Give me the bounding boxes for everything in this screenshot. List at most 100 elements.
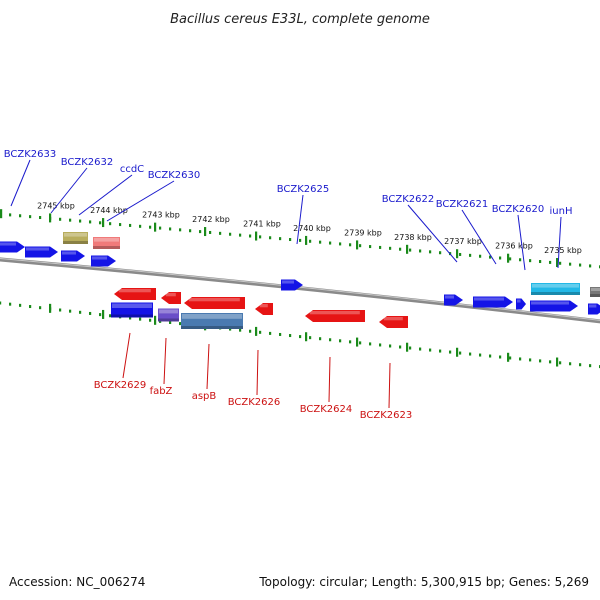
topology-text: Topology: circular; Length: 5,300,915 bp… bbox=[258, 575, 589, 589]
gene-features bbox=[0, 232, 600, 329]
callout-bczk2624[interactable]: BCZK2624 bbox=[300, 356, 353, 415]
minor-tick bbox=[579, 363, 582, 367]
accession-text: Accession: NC_006274 bbox=[9, 575, 145, 589]
gene-aspb[interactable] bbox=[181, 313, 243, 329]
minor-tick bbox=[19, 214, 22, 218]
minor-tick bbox=[279, 237, 282, 241]
minor-tick bbox=[499, 256, 502, 260]
minor-tick bbox=[129, 223, 132, 227]
gene-forward[interactable] bbox=[0, 241, 25, 253]
minor-tick bbox=[589, 364, 592, 368]
minor-tick bbox=[299, 238, 302, 242]
callout-ccdc[interactable]: ccdC bbox=[78, 164, 144, 216]
callout-bczk2620[interactable]: BCZK2620 bbox=[492, 204, 545, 271]
gene-reverse[interactable] bbox=[184, 297, 245, 309]
minor-tick bbox=[0, 301, 2, 305]
gene-forward[interactable] bbox=[530, 300, 578, 312]
gene-bczk2630[interactable] bbox=[93, 237, 120, 249]
callout-aspb[interactable]: aspB bbox=[192, 343, 217, 402]
gene-forward[interactable] bbox=[61, 250, 85, 262]
minor-tick bbox=[399, 345, 402, 349]
minor-tick bbox=[549, 360, 552, 364]
major-tick bbox=[154, 315, 157, 325]
major-tick bbox=[255, 326, 258, 336]
minor-tick bbox=[129, 316, 132, 320]
callout-bczk2622[interactable]: BCZK2622 bbox=[382, 194, 458, 263]
callout-bczk2633[interactable]: BCZK2633 bbox=[4, 149, 57, 207]
minor-tick bbox=[349, 340, 352, 344]
gene-forward[interactable] bbox=[590, 287, 600, 297]
gene-label: BCZK2625 bbox=[277, 184, 330, 195]
genome-backbone bbox=[0, 257, 600, 324]
minor-tick bbox=[449, 350, 452, 354]
minor-tick bbox=[369, 342, 372, 346]
gene-forward[interactable] bbox=[25, 246, 58, 258]
gene-forward[interactable] bbox=[91, 255, 116, 267]
minor-tick bbox=[289, 334, 292, 338]
minor-tick bbox=[349, 243, 352, 247]
minor-tick bbox=[219, 231, 222, 235]
minor-tick bbox=[379, 245, 382, 249]
gene-bczk2629[interactable] bbox=[111, 302, 153, 318]
gene-reverse[interactable] bbox=[305, 310, 365, 322]
minor-tick bbox=[39, 306, 42, 310]
minor-tick bbox=[229, 327, 232, 331]
minor-tick bbox=[589, 264, 592, 268]
major-tick bbox=[204, 227, 207, 237]
gene-ccdc[interactable] bbox=[63, 232, 88, 244]
gene-reverse[interactable] bbox=[114, 288, 156, 300]
minor-tick bbox=[189, 229, 192, 233]
minor-tick bbox=[269, 331, 272, 335]
gene-label: ccdC bbox=[120, 164, 144, 175]
gene-label: iunH bbox=[550, 206, 573, 217]
gene-forward[interactable] bbox=[281, 279, 303, 291]
minor-tick bbox=[29, 305, 32, 309]
callout-bczk2630[interactable]: BCZK2630 bbox=[106, 170, 201, 222]
major-tick bbox=[356, 240, 359, 250]
callout-fabz[interactable]: fabZ bbox=[150, 337, 173, 397]
minor-tick bbox=[309, 239, 312, 243]
minor-tick bbox=[79, 310, 82, 314]
callout-bczk2626[interactable]: BCZK2626 bbox=[228, 349, 281, 408]
gene-label: BCZK2630 bbox=[148, 170, 201, 181]
minor-tick bbox=[299, 335, 302, 339]
gene-forward[interactable] bbox=[516, 298, 526, 310]
callout-bczk2621[interactable]: BCZK2621 bbox=[436, 199, 497, 265]
minor-tick bbox=[149, 225, 152, 229]
major-tick bbox=[102, 309, 105, 319]
minor-tick bbox=[19, 303, 22, 307]
minor-tick bbox=[289, 238, 292, 242]
minor-tick bbox=[369, 245, 372, 249]
major-tick bbox=[356, 337, 359, 347]
gene-reverse[interactable] bbox=[379, 316, 408, 328]
minor-tick bbox=[59, 308, 62, 312]
minor-tick bbox=[509, 356, 512, 360]
minor-tick bbox=[9, 213, 12, 217]
minor-tick bbox=[459, 351, 462, 355]
gene-label: aspB bbox=[192, 391, 217, 402]
minor-tick bbox=[229, 232, 232, 236]
minor-tick bbox=[99, 221, 102, 225]
gene-forward[interactable] bbox=[473, 296, 513, 308]
gene-fabz[interactable] bbox=[158, 308, 179, 322]
minor-tick bbox=[139, 317, 142, 321]
minor-tick bbox=[309, 336, 312, 340]
gene-forward[interactable] bbox=[444, 294, 463, 306]
callout-bczk2632[interactable]: BCZK2632 bbox=[50, 157, 113, 214]
callout-bczk2625[interactable]: BCZK2625 bbox=[277, 184, 330, 245]
minor-tick bbox=[539, 359, 542, 363]
minor-tick bbox=[169, 227, 172, 231]
gene-reverse[interactable] bbox=[161, 292, 181, 304]
gene-iunh[interactable] bbox=[531, 283, 580, 295]
callout-iunh[interactable]: iunH bbox=[550, 206, 573, 269]
gene-forward[interactable] bbox=[588, 303, 600, 315]
gene-label: BCZK2620 bbox=[492, 204, 545, 215]
gene-reverse[interactable] bbox=[255, 303, 273, 315]
minor-tick bbox=[319, 240, 322, 244]
major-tick bbox=[255, 231, 258, 241]
minor-tick bbox=[409, 248, 412, 252]
callout-bczk2629[interactable]: BCZK2629 bbox=[94, 332, 147, 391]
minor-tick bbox=[409, 346, 412, 350]
minor-tick bbox=[319, 337, 322, 341]
callout-bczk2623[interactable]: BCZK2623 bbox=[360, 362, 413, 421]
